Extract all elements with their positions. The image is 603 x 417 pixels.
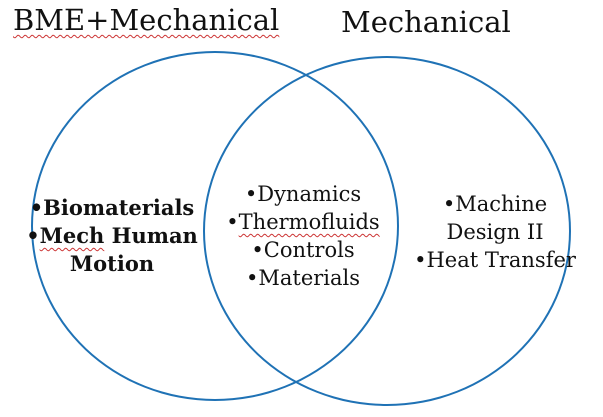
- list-item: Design II: [446, 220, 544, 244]
- left-circle-title: BME+Mechanical: [13, 3, 280, 37]
- list-item: •Mech Human: [22, 222, 202, 250]
- bullet: •: [226, 210, 239, 234]
- list-item: •Biomaterials: [29, 195, 195, 220]
- misspelled-word: Mech: [39, 223, 105, 248]
- right-only-region: •Machine Design II •Heat Transfer: [399, 190, 591, 274]
- bullet: •: [26, 223, 40, 248]
- list-item: •Heat Transfer: [414, 248, 576, 272]
- left-only-region: •Biomaterials •Mech Human Motion: [22, 194, 202, 278]
- right-circle-title: Mechanical: [341, 5, 511, 39]
- list-item: •Machine: [442, 192, 548, 216]
- list-item: •Controls: [251, 238, 355, 262]
- intersection-region: •Dynamics •Thermofluids •Controls •Mater…: [218, 180, 388, 292]
- right-circle: [203, 56, 571, 406]
- list-item: Motion: [69, 251, 155, 276]
- list-item: •Dynamics: [244, 182, 362, 206]
- list-item-text: Human: [104, 223, 198, 248]
- list-item: •Materials: [245, 266, 361, 290]
- misspelled-word: Thermofluids: [238, 210, 380, 234]
- list-item: •Thermofluids: [218, 208, 388, 236]
